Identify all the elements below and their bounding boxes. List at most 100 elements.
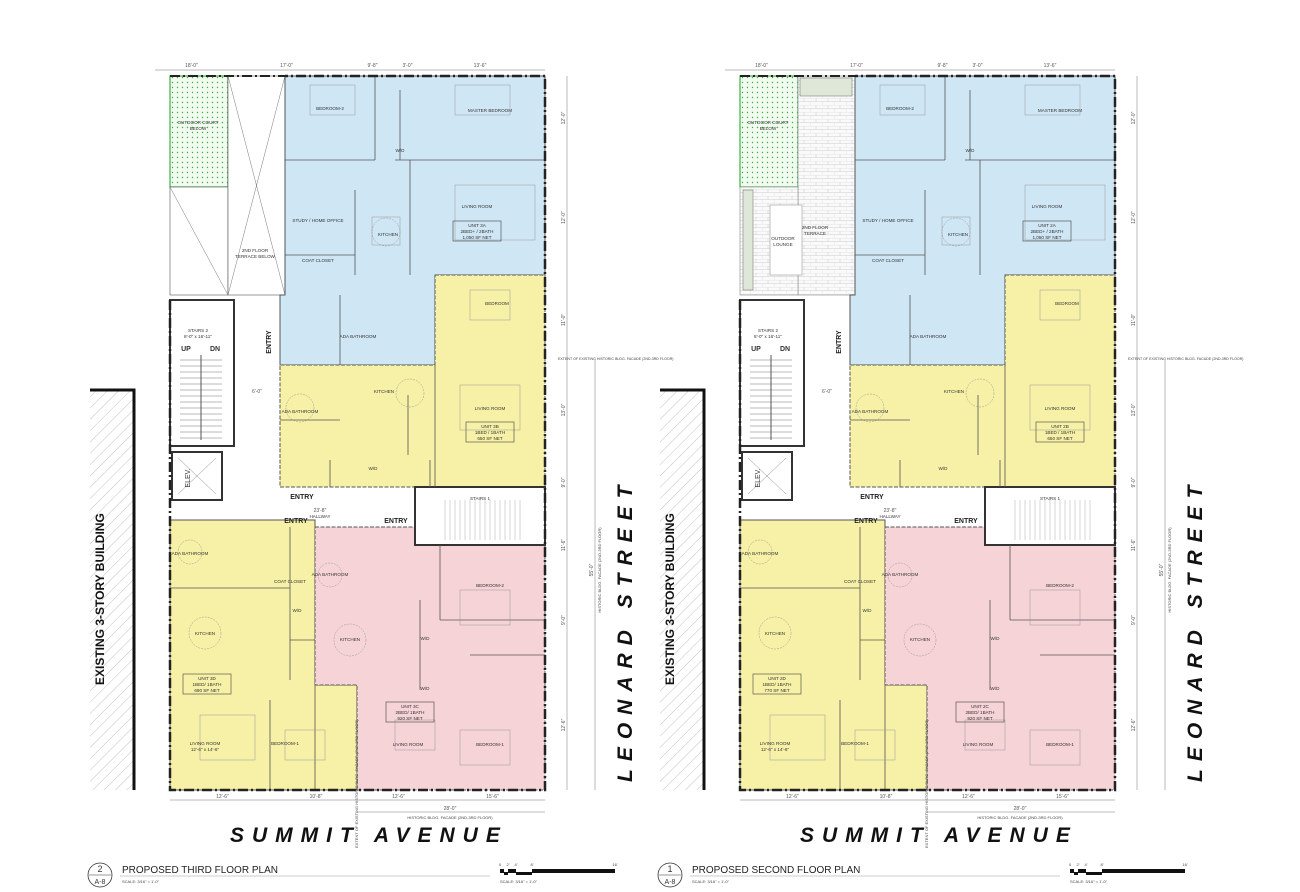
unit-b-label: UNIT 2B: [1051, 424, 1069, 429]
stair-2: [169, 299, 235, 447]
exterior-wall: [738, 74, 1117, 792]
dimension-right: 12'-6": [561, 718, 567, 731]
room-label-c-living: LIVING ROOM: [393, 742, 424, 747]
turning-circle: [333, 623, 367, 657]
room-label-b-kitchen: KITCHEN: [374, 389, 394, 394]
dimension-bottom-total: 28'-0": [444, 806, 457, 812]
stairs-1-label: STAIRS 1: [1040, 496, 1061, 501]
dimension-top: 3'-0": [973, 63, 983, 69]
furniture-outline: [879, 84, 926, 116]
turning-circle: [758, 616, 792, 650]
furniture-outline: [459, 384, 521, 431]
unit-b-label: 650 SF NET: [477, 436, 502, 441]
terrace-below-lines: [169, 75, 286, 296]
dimension-bottom: 15'-6": [1056, 794, 1069, 800]
room-label-b-living: LIVING ROOM: [475, 406, 506, 411]
room-label-b-bed: BEDROOM: [485, 301, 509, 306]
room-label-c-bed2: BEDROOM-2: [1046, 583, 1074, 588]
historic-facade-note: HISTORIC BLDG. FACADE (2ND-3RD FLOOR): [1167, 527, 1172, 613]
dimension-bottom: 10'-8": [310, 794, 323, 800]
turning-circle: [371, 217, 401, 247]
scale-bar-segment: [1102, 869, 1185, 873]
furniture-outline: [309, 84, 356, 116]
furniture-outline: [1024, 84, 1081, 116]
room-label-a-bath: ADA BATHROOM: [910, 334, 947, 339]
dimension-right: 12'-0": [561, 211, 567, 224]
plan-title: PROPOSED SECOND FLOOR PLAN: [692, 865, 860, 876]
turning-circle: [965, 378, 995, 408]
stairs-dim: 8'-0" x 16'-11": [754, 334, 782, 339]
planter: [742, 189, 754, 291]
entry-label: ENTRY: [290, 494, 314, 501]
outdoor-lounge-label: OUTDOOR: [771, 236, 795, 241]
hallway-dim: 23'-8": [314, 508, 327, 514]
furniture-outline: [469, 289, 511, 321]
unit-c-label: UNIT 3C: [401, 704, 419, 709]
furniture-outline: [854, 729, 896, 761]
room-label-b-bath: ADA BATHROOM: [282, 409, 319, 414]
dimension-bottom-total: 28'-0": [1014, 806, 1027, 812]
existing-building-label: EXISTING 3-STORY BUILDING: [663, 513, 677, 685]
corridor-dim: 6'-0": [252, 389, 262, 395]
room-label-b-kitchen: KITCHEN: [944, 389, 964, 394]
stairs-label: STAIRS 2: [758, 328, 779, 333]
dimension-right: 11'-0": [1131, 314, 1137, 327]
washer-dryer-label: W/D: [421, 636, 431, 641]
sheet-ref: A-8: [665, 879, 676, 886]
sheet-number: 1: [667, 864, 672, 874]
room-label-a-bed2: BEDROOM-2: [316, 106, 344, 111]
furniture-outline: [284, 729, 326, 761]
dimension-right: 11'-6": [561, 539, 567, 552]
room-label-d-bath: ADA BATHROOM: [742, 551, 779, 556]
existing-building-wall: [660, 388, 706, 790]
existing-building-hatch: [90, 390, 134, 790]
scale-bar-segment: [500, 869, 504, 873]
dimension-right: 13'-0": [561, 403, 567, 416]
street-label-east: LEONARD STREET: [1184, 477, 1207, 782]
turning-circle: [903, 623, 937, 657]
furniture-outline: [964, 719, 1006, 751]
existing-building-hatch: [660, 390, 704, 790]
furniture-outline: [371, 216, 401, 246]
dimension-top: 3'-0": [403, 63, 413, 69]
room-label-a-kitchen: KITCHEN: [948, 232, 968, 237]
room-label-a-study: STUDY / HOME OFFICE: [862, 218, 913, 223]
dimension-top: 18'-0": [185, 63, 198, 69]
historic-facade-note: HISTORIC BLDG. FACADE (2ND-3RD FLOOR): [597, 527, 602, 613]
unit-c-label: 920 SF NET: [397, 716, 422, 721]
dimension-top: 13'-6": [474, 63, 487, 69]
unit-c-label: 2BED/ 1BATH: [395, 710, 424, 715]
unit-c-label: 920 SF NET: [967, 716, 992, 721]
dimension-right: 13'-0": [1131, 403, 1137, 416]
scale-bar-segment: [1074, 872, 1078, 875]
washer-dryer-label: W/D: [396, 148, 406, 153]
interior-walls: [170, 76, 545, 790]
outdoor-court: [739, 75, 799, 188]
furniture-outline: [459, 729, 511, 766]
interior-walls: [740, 76, 1115, 790]
unit-a-label: UNIT 3A: [468, 223, 486, 228]
room-label-c-bed1: BEDROOM-1: [1046, 742, 1074, 747]
street-label-south: SUMMIT AVENUE: [800, 824, 1078, 847]
washer-dryer-label: W/D: [369, 466, 379, 471]
room-label-a-coat: COAT CLOSET: [302, 258, 334, 263]
unit-d-label: UNIT 2D: [768, 676, 786, 681]
unit-a-label: 1,050 SF NET: [1032, 235, 1061, 240]
entry-label: ENTRY: [854, 518, 878, 525]
unit-d-label: 1BED/ 1BATH: [762, 682, 791, 687]
dimension-bottom: 12'-6": [216, 794, 229, 800]
dimension-right: 12'-0": [561, 111, 567, 124]
elevator-label: ELEV.: [755, 468, 762, 487]
room-label-a-master: MASTER BEDROOM: [468, 108, 512, 113]
scale-bar-label: SCALE: 3/16" = 1'-0": [1070, 879, 1108, 884]
dimension-top: 9'-8": [368, 63, 378, 69]
turning-circle: [747, 539, 773, 565]
dimension-right: 9'-0": [561, 615, 567, 625]
scale-bar-tick: 16': [612, 862, 617, 867]
dimension-bottom: 12'-6": [392, 794, 405, 800]
scale-bar-segment: [1070, 869, 1074, 873]
turning-circle: [395, 378, 425, 408]
room-label-a-living: LIVING ROOM: [1032, 204, 1063, 209]
unit-d-label: UNIT 3D: [198, 676, 216, 681]
furniture-outline: [459, 589, 511, 626]
